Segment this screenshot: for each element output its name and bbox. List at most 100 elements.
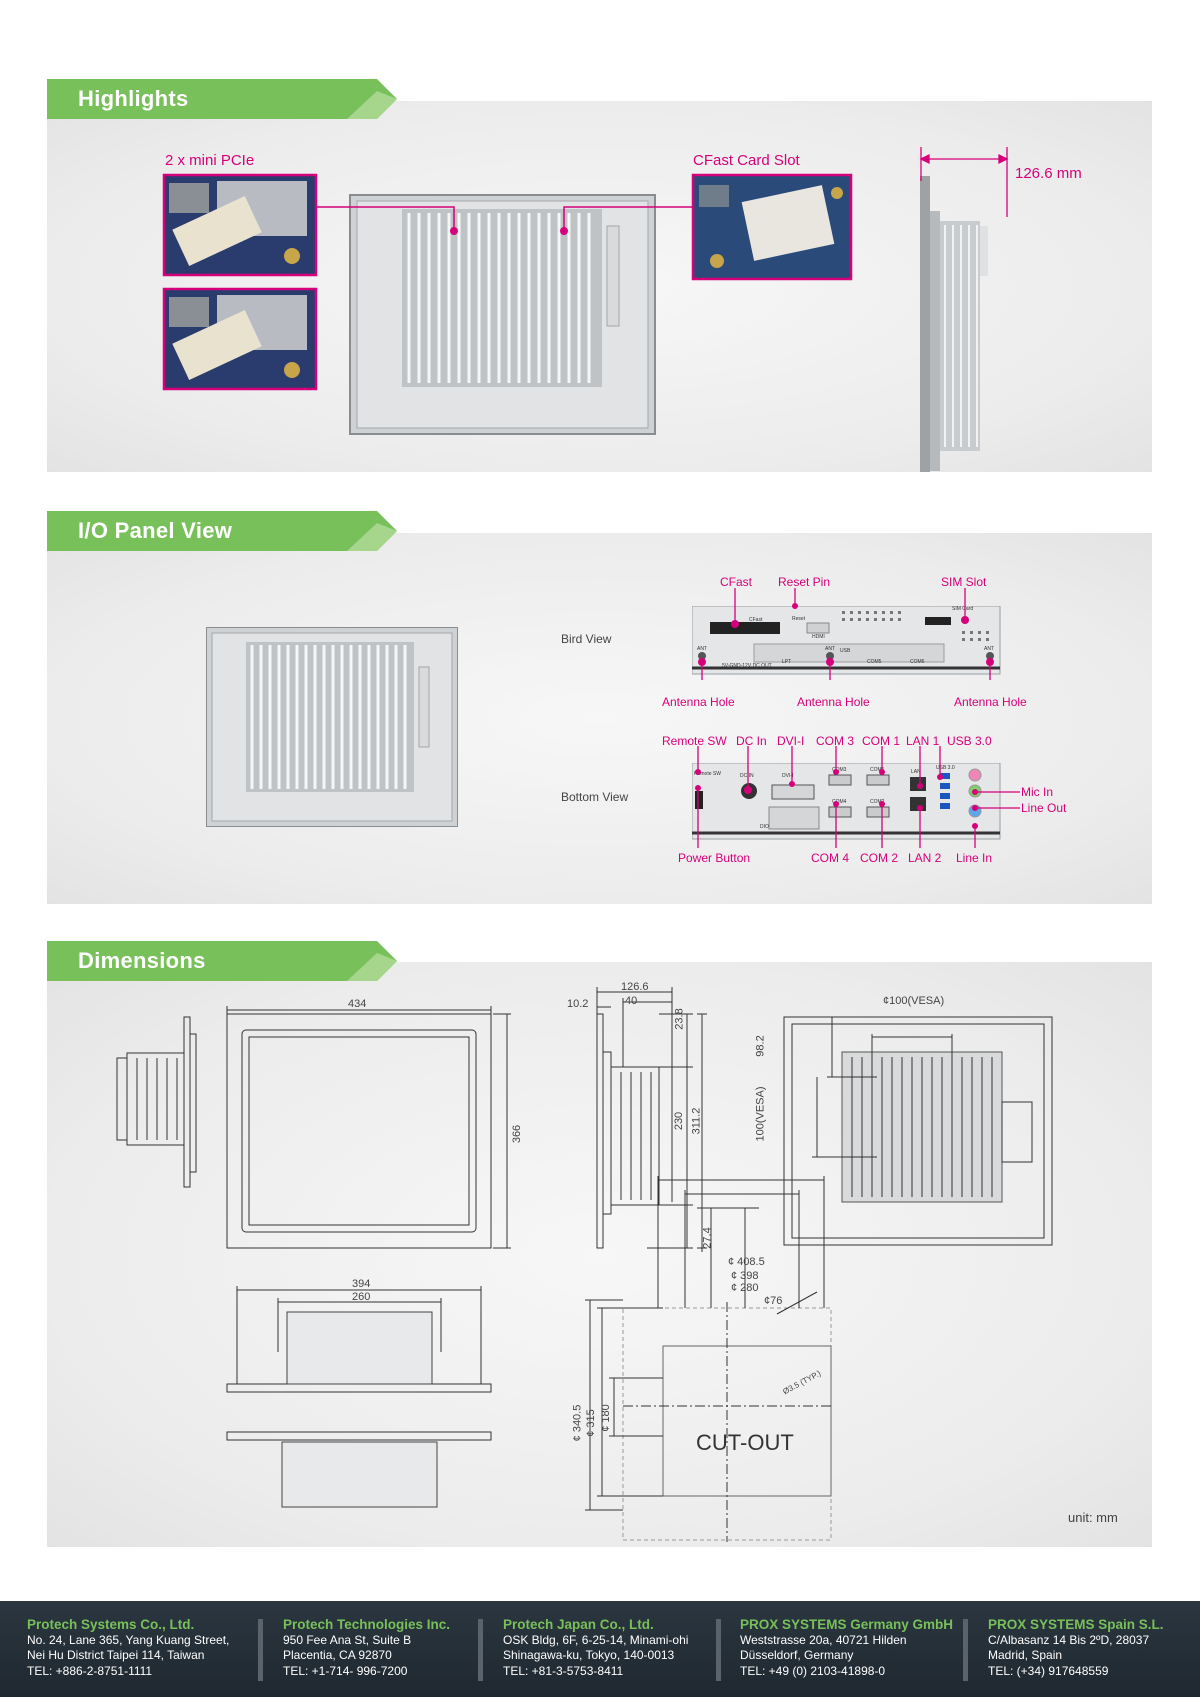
panel-reset-text: Reset [792, 616, 806, 622]
mini-pcie-photo-2 [162, 287, 318, 391]
panel-usb-text: USB [840, 648, 851, 654]
dim-23: 23.8 [673, 1008, 686, 1030]
dimension-drawings [116, 987, 1053, 1542]
footer-line: TEL: +49 (0) 2103-41898-0 [740, 1663, 886, 1678]
bird-view-label: Bird View [561, 632, 612, 646]
footer-line: Madrid, Spain [988, 1648, 1063, 1662]
footer-col-4: PROX SYSTEMS Germany GmbH Weststrasse 20… [740, 1617, 953, 1679]
footer-col-2: Protech Technologies Inc. 950 Fee Ana St… [283, 1617, 450, 1679]
dim-366: 366 [511, 1124, 524, 1144]
footer-company-1: Protech Systems Co., Ltd. [27, 1617, 195, 1632]
cutout-label: CUT-OUT [696, 1430, 794, 1455]
dim-311: 311.2 [690, 1107, 703, 1135]
io-banner: I/O Panel View [47, 511, 397, 551]
bird-view-device [692, 606, 1001, 675]
unit-label: unit: mm [1068, 1510, 1118, 1525]
dimensions-title: Dimensions [78, 948, 206, 973]
bottom-label-com1: COM 1 [862, 734, 901, 748]
dim-315: ¢ 315 [584, 1409, 597, 1437]
footer-line: 950 Fee Ana St, Suite B [283, 1632, 412, 1647]
panel-com3-text: COM3 [832, 767, 847, 773]
dim-230: 230 [673, 1111, 686, 1131]
bottom-label-com2: COM 2 [860, 851, 899, 865]
dim-76: ¢76 [764, 1295, 783, 1307]
depth-label: 126.6 mm [1015, 165, 1082, 182]
dim-408: ¢ 408.5 [728, 1256, 765, 1268]
footer-line: Shinagawa-ku, Tokyo, 140-0013 [503, 1648, 675, 1662]
panel-usb3-text: USB 3.0 [936, 765, 955, 771]
footer-line: C/Albasanz 14 Bis 2ºD, 28037 [988, 1632, 1150, 1647]
dim-394: 394 [352, 1278, 371, 1290]
panel-com4-text: COM4 [832, 799, 847, 805]
footer-line: Placentia, CA 92870 [283, 1648, 392, 1662]
dim-340: ¢ 340.5 [571, 1404, 584, 1442]
footer-line: TEL: +81-3-5753-8411 [503, 1663, 624, 1678]
mini-pcie-photo-1 [162, 173, 318, 277]
dim-434: 434 [348, 998, 367, 1010]
footer-line: OSK Bldg, 6F, 6-25-14, Minami-ohi [503, 1632, 689, 1647]
footer-col-5: PROX SYSTEMS Spain S.L. C/Albasanz 14 Bi… [988, 1617, 1164, 1679]
mini-pcie-label: 2 x mini PCIe [165, 152, 255, 169]
bottom-label-dc-in: DC In [736, 734, 767, 748]
dim-260: 260 [352, 1291, 371, 1303]
panel-dvi-text: DVI-I [782, 773, 794, 779]
rear-panel [349, 194, 656, 435]
panel-hdmi-text: HDMI [812, 634, 825, 640]
panel-com6-text: COM6 [910, 659, 925, 665]
footer-divider [258, 1619, 263, 1681]
bottom-view-callouts [695, 746, 1020, 848]
io-title: I/O Panel View [78, 518, 233, 543]
footer-line: TEL: (+34) 917648559 [988, 1663, 1109, 1678]
bird-label-sim-slot: SIM Slot [941, 575, 987, 589]
panel-ant-text-3: ANT [984, 646, 994, 652]
dim-126: 126.6 [621, 981, 649, 993]
bird-label-cfast: CFast [720, 575, 753, 589]
highlights-illustration [162, 147, 1009, 472]
footer-divider [716, 1619, 721, 1681]
panel-dio-text: DIO [760, 824, 769, 830]
bottom-label-line-out: Line Out [1021, 801, 1067, 815]
footer: Protech Systems Co., Ltd. No. 24, Lane 3… [0, 1601, 1200, 1697]
highlights-title: Highlights [78, 86, 189, 111]
panel-dcin-text: DC IN [740, 773, 754, 779]
panel-com5-text: COM5 [867, 659, 882, 665]
cfast-slot-label: CFast Card Slot [693, 152, 800, 169]
dim-398: ¢ 398 [731, 1270, 759, 1282]
footer-col-3: Protech Japan Co., Ltd. OSK Bldg, 6F, 6-… [503, 1617, 688, 1679]
panel-ant-text-2: ANT [825, 646, 835, 652]
bird-label-antenna-1: Antenna Hole [662, 695, 735, 709]
footer-line: Nei Hu District Taipei 114, Taiwan [27, 1648, 205, 1662]
dim-vesa-v: 100(VESA) [754, 1086, 767, 1142]
footer-line: Weststrasse 20a, 40721 Hilden [740, 1632, 907, 1647]
dim-98: 98.2 [754, 1035, 767, 1057]
bottom-label-usb30: USB 3.0 [947, 734, 992, 748]
footer-company-5: PROX SYSTEMS Spain S.L. [988, 1617, 1164, 1632]
footer-company-3: Protech Japan Co., Ltd. [503, 1617, 654, 1632]
footer-company-4: PROX SYSTEMS Germany GmbH [740, 1617, 954, 1632]
panel-lpt-text: LPT [782, 659, 792, 665]
dim-280: ¢ 280 [731, 1282, 759, 1294]
panel-cfast-text: CFast [749, 617, 763, 623]
footer-divider [963, 1619, 968, 1681]
bottom-label-com3: COM 3 [816, 734, 855, 748]
footer-line: Düsseldorf, Germany [740, 1648, 854, 1662]
side-view [920, 176, 988, 472]
dim-27: 27.4 [701, 1227, 714, 1249]
bottom-label-lan2: LAN 2 [908, 851, 942, 865]
bottom-view-label: Bottom View [561, 790, 629, 804]
highlights-banner: Highlights [47, 79, 397, 119]
io-rear-panel-photo [206, 627, 458, 827]
bird-label-reset-pin: Reset Pin [778, 575, 831, 589]
footer-col-1: Protech Systems Co., Ltd. No. 24, Lane 3… [27, 1617, 229, 1679]
bottom-label-power-button: Power Button [678, 851, 751, 865]
footer-company-2: Protech Technologies Inc. [283, 1617, 451, 1632]
dim-180: ¢ 180 [599, 1404, 612, 1432]
bottom-label-line-in: Line In [956, 851, 993, 865]
panel-remote-text: Remote SW [694, 771, 721, 777]
panel-com2-text: COM2 [870, 799, 885, 805]
dim-40: 40 [625, 995, 638, 1007]
bottom-label-dvi-i: DVI-I [777, 734, 805, 748]
footer-line: TEL: +886-2-8751-1111 [27, 1663, 153, 1678]
dim-10: 10.2 [567, 998, 589, 1010]
footer-line: No. 24, Lane 365, Yang Kuang Street, [27, 1632, 230, 1647]
